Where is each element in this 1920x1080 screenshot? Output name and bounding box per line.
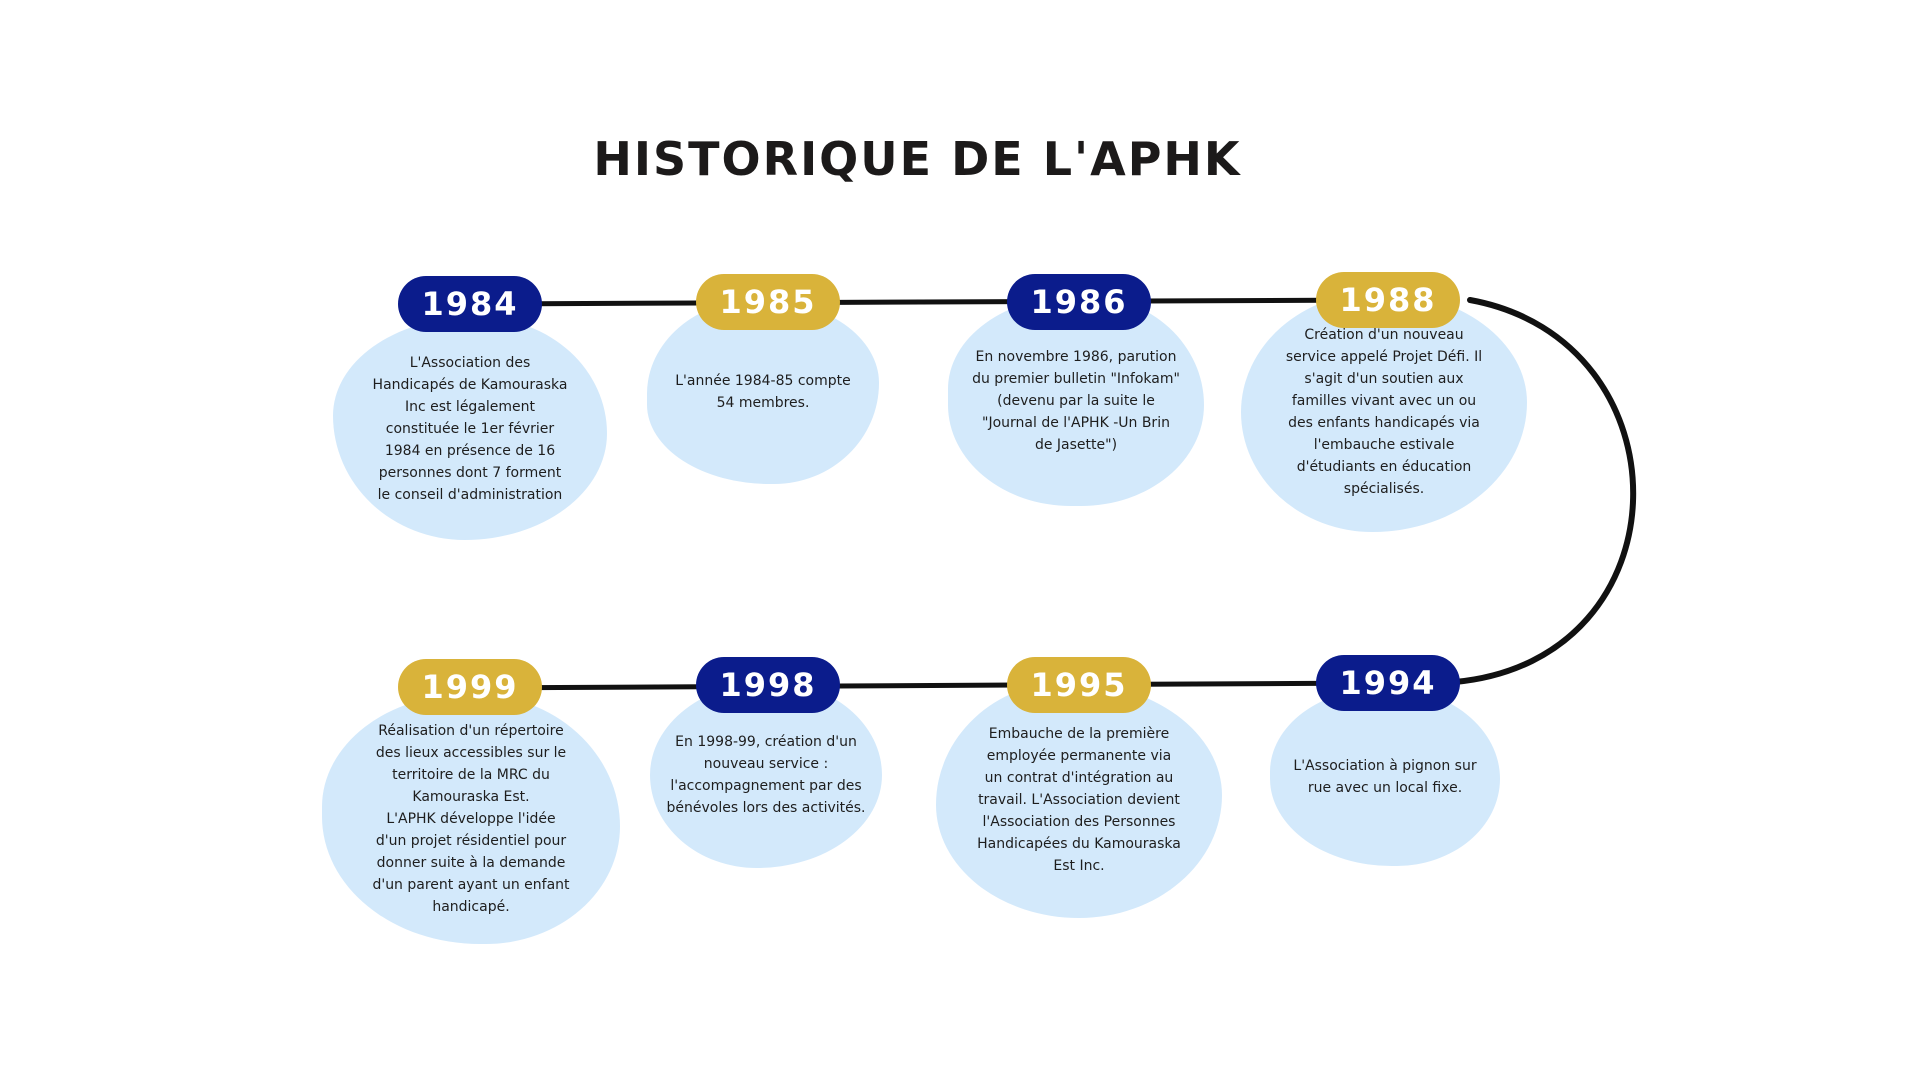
event-text: En novembre 1986, parution du premier bu… <box>972 349 1180 453</box>
event-text: L'Association des Handicapés de Kamouras… <box>372 355 568 503</box>
year-pill-1998: 1998 <box>696 657 840 713</box>
timeline-top-line <box>467 297 1383 307</box>
event-text: Création d'un nouveau service appelé Pro… <box>1285 327 1483 497</box>
event-bubble-1994: L'Association à pignon sur rue avec un l… <box>1270 688 1500 866</box>
year-pill-1994: 1994 <box>1316 655 1460 711</box>
page-title: HISTORIQUE DE L'APHK <box>593 132 1242 186</box>
event-bubble-1998: En 1998-99, création d'un nouveau servic… <box>650 682 882 868</box>
year-pill-1985: 1985 <box>696 274 840 330</box>
event-text: En 1998-99, création d'un nouveau servic… <box>666 734 866 816</box>
year-pill-1995: 1995 <box>1007 657 1151 713</box>
year-pill-1999: 1999 <box>398 659 542 715</box>
event-text: L'Association à pignon sur rue avec un l… <box>1293 758 1477 796</box>
event-bubble-1986: En novembre 1986, parution du premier bu… <box>948 296 1204 506</box>
year-pill-1986: 1986 <box>1007 274 1151 330</box>
event-bubble-1995: Embauche de la première employée permane… <box>936 682 1222 918</box>
event-text: Embauche de la première employée permane… <box>977 726 1181 874</box>
timeline-curve <box>1452 297 1637 685</box>
year-pill-1988: 1988 <box>1316 272 1460 328</box>
event-text: L'année 1984-85 compte 54 membres. <box>675 373 851 411</box>
timeline-bottom-line <box>467 680 1383 691</box>
event-text: Réalisation d'un répertoire des lieux ac… <box>372 723 570 915</box>
event-bubble-1999: Réalisation d'un répertoire des lieux ac… <box>322 694 620 944</box>
event-bubble-1984: L'Association des Handicapés de Kamouras… <box>333 318 607 540</box>
event-bubble-1988: Création d'un nouveau service appelé Pro… <box>1241 292 1527 532</box>
year-pill-1984: 1984 <box>398 276 542 332</box>
event-bubble-1985: L'année 1984-85 compte 54 membres. <box>647 300 879 484</box>
